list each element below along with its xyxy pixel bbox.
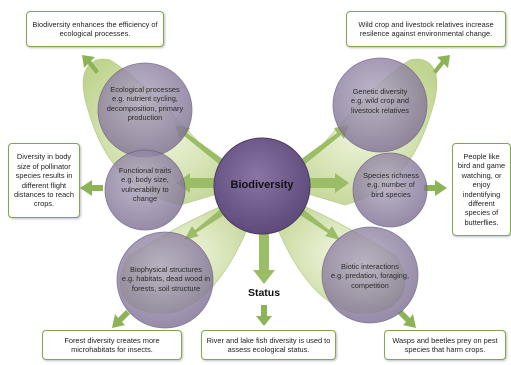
inner-arrows (175, 125, 349, 284)
center-label: Biodiversity (230, 179, 294, 191)
box-mid-right: People like bird and game watching, or e… (452, 143, 511, 236)
ecological-processes-text: Ecological processes e.g. nutrient cycli… (100, 85, 190, 122)
box-top-left-text: Biodiversity enhances the efficiency of … (32, 19, 158, 38)
circle-biotic (321, 226, 419, 324)
functional-detail: e.g. body size, vulnerability to change (121, 175, 169, 203)
ecological-detail: e.g. nutrient cycling, decomposition, pr… (106, 94, 184, 122)
biodiversity-center-circle (213, 137, 311, 235)
arrow-to-status (253, 230, 275, 284)
arrow-to-box-top-right (433, 55, 450, 74)
ecological-title: Ecological processes (110, 85, 180, 94)
box-mid-left-text: Diversity in body size of pollinator spe… (14, 152, 74, 209)
circle-biophysical (116, 231, 214, 329)
species-detail: e.g. number of bird species (367, 180, 415, 199)
status-label: Status (247, 287, 281, 299)
box-bottom-center: River and lake fish diversity is used to… (201, 330, 336, 360)
arrow-to-box-top-left (82, 55, 99, 74)
functional-traits-text: Functional traits e.g. body size, vulner… (110, 166, 180, 203)
functional-title: Functional traits (118, 166, 172, 175)
arrow-to-box-bottom-left (112, 310, 130, 328)
arrow-to-ecological (175, 125, 224, 165)
species-richness-text: Species richness e.g. number of bird spe… (360, 171, 422, 199)
biophysical-detail: e.g. habitats, dead wood in forests, soi… (121, 274, 211, 293)
arrow-to-box-bottom-center (256, 305, 272, 326)
arrow-to-box-bottom-right (398, 310, 416, 328)
genetic-title: Genetic diversity (352, 87, 408, 96)
arrow-to-functional (176, 173, 215, 193)
outer-arrows (80, 55, 450, 328)
species-title: Species richness (363, 171, 419, 180)
biophysical-structures-text: Biophysical structures e.g. habitats, de… (120, 265, 212, 293)
box-bottom-right-text: Wasps and beetles prey on pest species t… (392, 335, 498, 354)
biotic-interactions-text: Biotic interactions e.g. predation, fora… (328, 262, 412, 290)
arrow-to-species (310, 173, 349, 193)
box-bottom-left: Forest diversity creates more microhabit… (42, 330, 182, 360)
box-bottom-right: Wasps and beetles prey on pest species t… (384, 330, 506, 360)
circle-functional (104, 149, 186, 231)
box-mid-left: Diversity in body size of pollinator spe… (8, 143, 80, 218)
circle-species (352, 152, 428, 228)
biotic-title: Biotic interactions (341, 262, 399, 271)
genetic-detail: e.g. wild crop and livestock relatives (351, 96, 409, 115)
arrow-to-box-mid-right (424, 180, 447, 196)
arrow-to-genetic (300, 125, 349, 165)
circle-genetic (332, 57, 428, 153)
box-bottom-left-text: Forest diversity creates more microhabit… (64, 335, 160, 354)
box-top-right: Wild crop and livestock relatives increa… (346, 11, 506, 47)
genetic-diversity-text: Genetic diversity e.g. wild crop and liv… (340, 87, 420, 115)
arrow-to-biotic (297, 208, 340, 240)
biotic-detail: e.g. predation, foraging, competition (330, 271, 410, 290)
arrow-to-box-mid-left (80, 180, 103, 196)
box-bottom-center-text: River and lake fish diversity is used to… (206, 335, 331, 354)
satellite-circles (97, 57, 428, 329)
arrow-to-biophysical (184, 208, 227, 240)
box-top-left: Biodiversity enhances the efficiency of … (26, 11, 164, 47)
box-top-right-text: Wild crop and livestock relatives increa… (358, 19, 494, 38)
box-mid-right-text: People like bird and game watching, or e… (457, 151, 506, 227)
biophysical-title: Biophysical structures (130, 265, 202, 274)
